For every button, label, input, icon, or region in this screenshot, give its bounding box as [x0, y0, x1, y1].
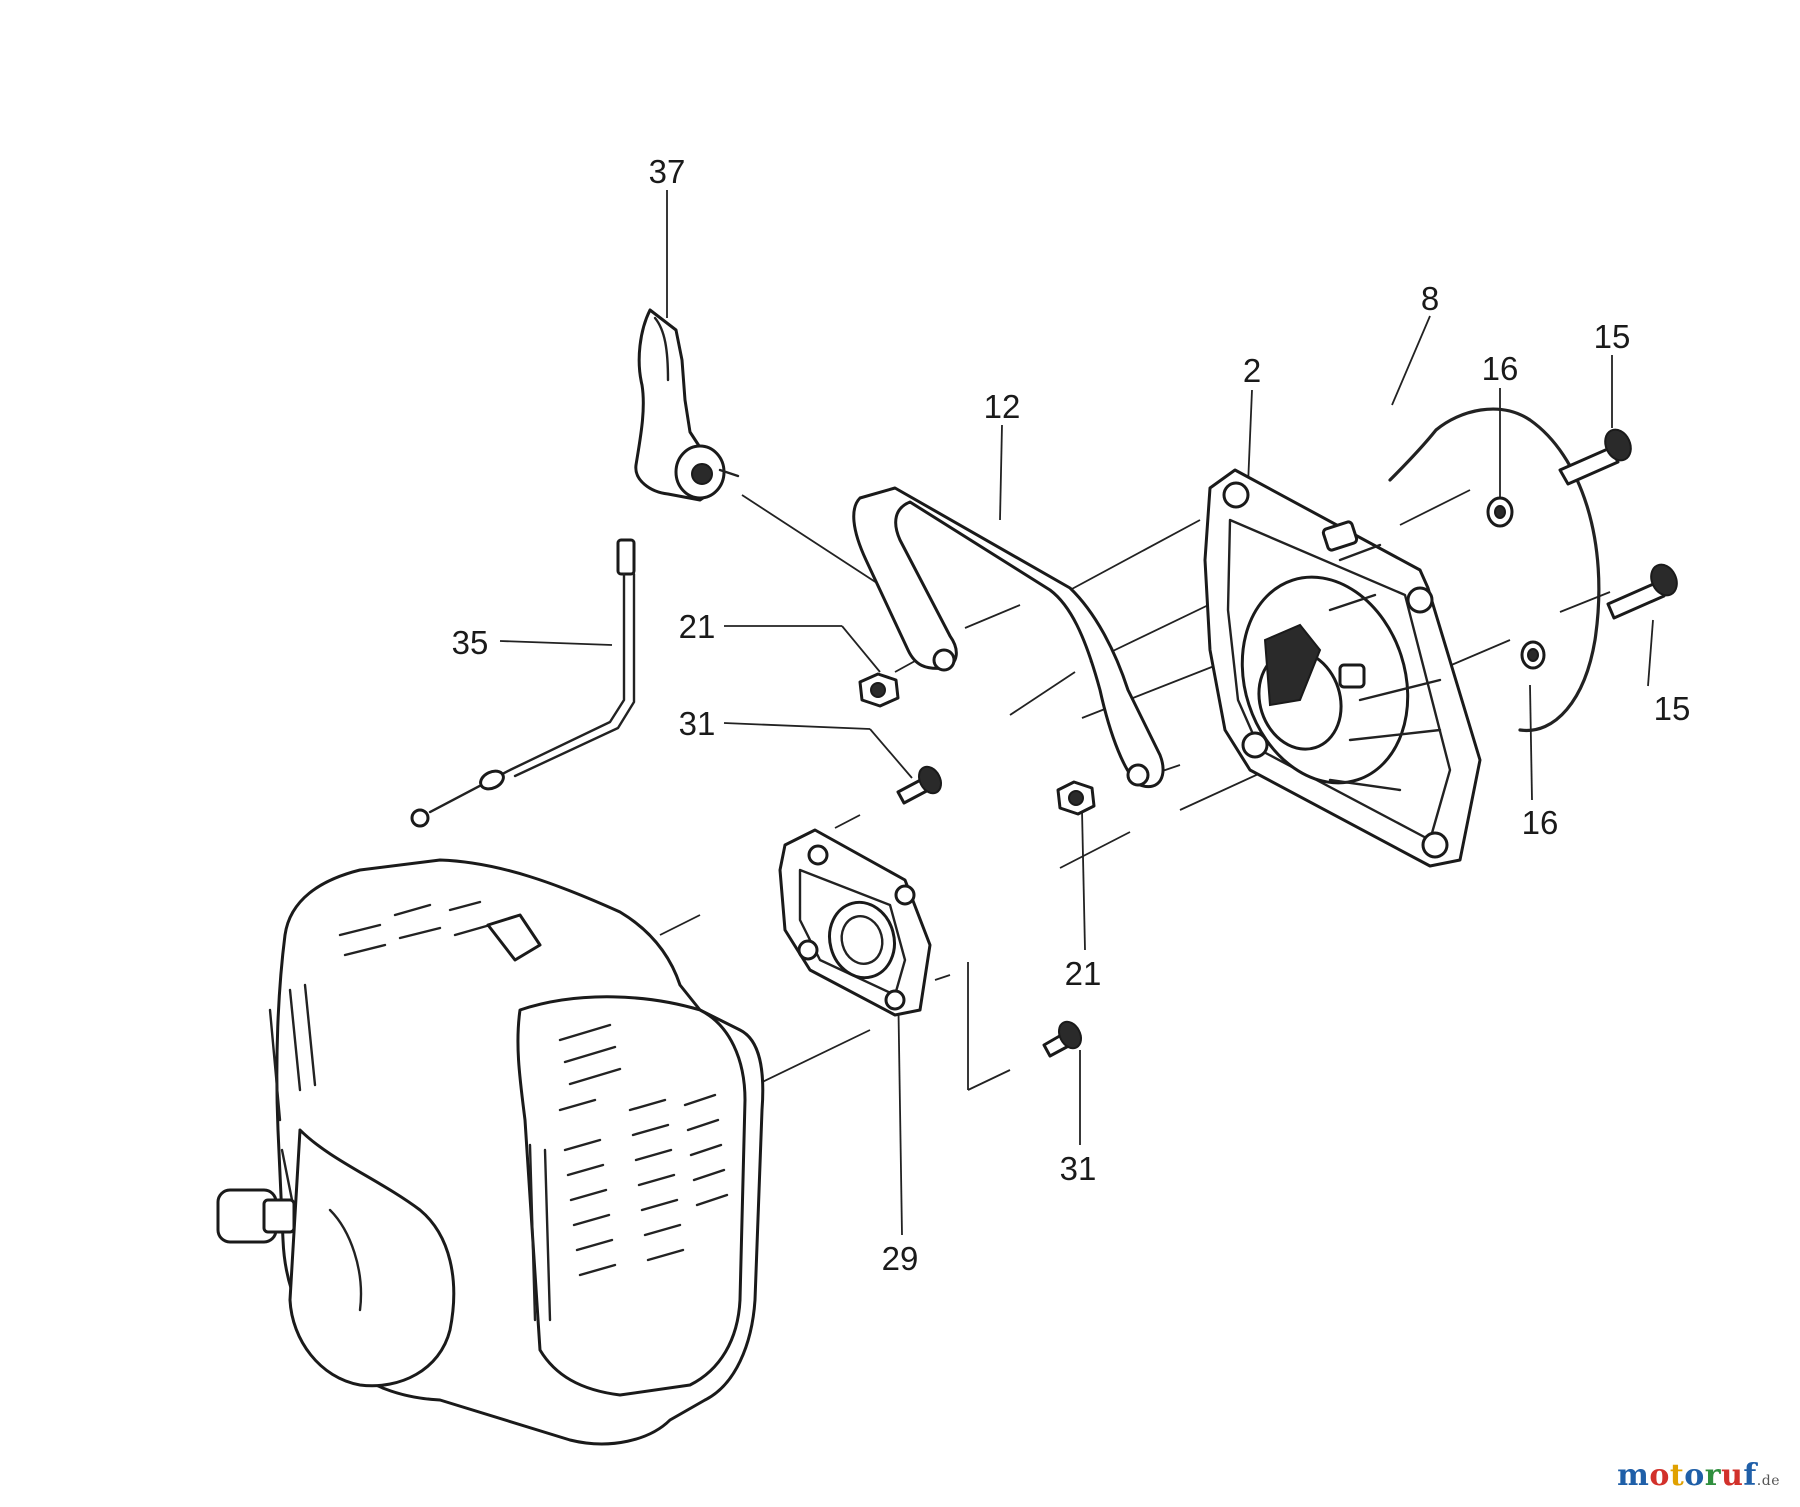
screw-part-upper: [1558, 428, 1632, 486]
callout-16-upper: 16: [1482, 350, 1519, 387]
engine-block-part: [216, 858, 765, 1446]
nut-part-lower: [1056, 780, 1096, 816]
washer-part-upper: [1486, 496, 1514, 528]
callout-29: 29: [882, 1240, 919, 1277]
watermark-letter: t: [1669, 1458, 1685, 1493]
throttle-lever-part: [634, 308, 740, 502]
screw-part-lower: [1606, 563, 1678, 620]
watermark-letter: o: [1684, 1458, 1705, 1493]
callout-31-upper: 31: [679, 705, 716, 742]
callout-2: 2: [1243, 352, 1261, 389]
gasket-ring-part: [1388, 407, 1601, 733]
bolt-part-lower: [1042, 1020, 1083, 1058]
washer-part-lower: [1520, 640, 1546, 670]
watermark-letter: f: [1743, 1458, 1757, 1493]
throttle-cable-part: [410, 538, 636, 828]
watermark-logo: motoruf.de: [1617, 1458, 1780, 1493]
callout-21-upper: 21: [679, 608, 716, 645]
watermark-letter: r: [1704, 1458, 1722, 1493]
callout-37: 37: [649, 153, 686, 190]
callout-31-lower: 31: [1060, 1150, 1097, 1187]
callout-8: 8: [1421, 280, 1439, 317]
watermark-suffix: .de: [1756, 1473, 1780, 1489]
clutch-plate-part: [778, 828, 932, 1017]
gear-case-flange-part: [1203, 468, 1482, 868]
callout-21-lower: 21: [1065, 955, 1102, 992]
callout-15-upper: 15: [1594, 318, 1631, 355]
watermark-letter: m: [1617, 1458, 1650, 1493]
watermark-letter: u: [1721, 1458, 1744, 1493]
callout-35: 35: [452, 624, 489, 661]
handle-loop-part: [852, 486, 1165, 789]
callout-12: 12: [984, 388, 1021, 425]
bolt-part-upper: [896, 765, 943, 805]
callout-16-lower: 16: [1522, 804, 1559, 841]
callout-15-lower: 15: [1654, 690, 1691, 727]
callout-labels: 37 12 2 8 16 15 35 21 31 15 16 21 31 29: [452, 153, 1691, 1277]
watermark-letter: o: [1649, 1458, 1670, 1493]
nut-part-upper: [858, 672, 900, 708]
